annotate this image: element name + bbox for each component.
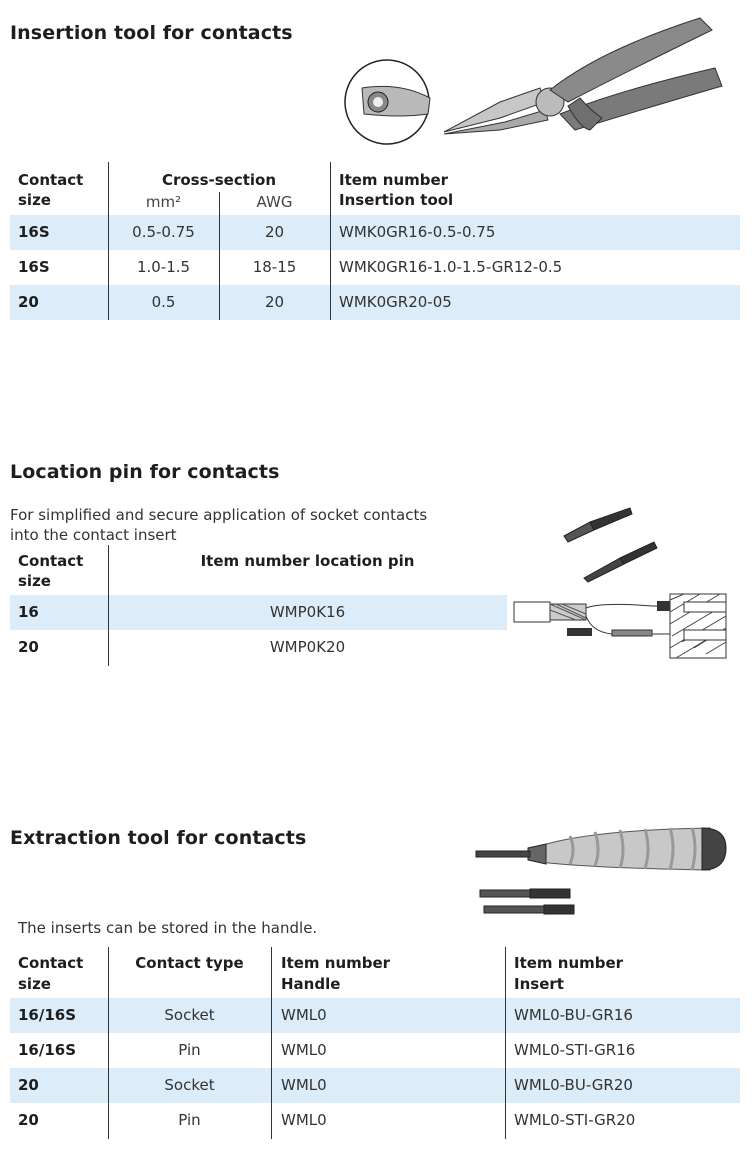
cell-item: WMK0GR20-05	[339, 293, 452, 311]
cell-size: 20	[18, 1076, 39, 1094]
column-divider	[330, 162, 331, 320]
cell-size: 16	[18, 603, 39, 621]
column-divider	[219, 192, 220, 320]
header-contact-size-l2: size	[18, 191, 51, 209]
location-pin-table: Contact size Item number location pin 16…	[10, 543, 507, 667]
cell-size: 20	[18, 293, 39, 311]
cell-mm: 0.5-0.75	[132, 223, 195, 241]
column-divider	[108, 162, 109, 320]
cell-handle: WML0	[281, 1006, 327, 1024]
cell-size: 16S	[18, 258, 50, 276]
table-row: 16/16S Pin WML0 WML0-STI-GR16	[10, 1033, 740, 1068]
section1-title: Insertion tool for contacts	[10, 22, 293, 44]
header-cross-section: Cross-section	[161, 171, 277, 189]
table-row: 20 WMP0K20	[10, 630, 507, 665]
column-divider	[505, 947, 506, 1139]
cell-item: WMP0K16	[269, 603, 346, 621]
table-row: 16 WMP0K16	[10, 595, 507, 630]
header-contact-size-l1: Contact	[18, 954, 84, 972]
cell-handle: WML0	[281, 1076, 327, 1094]
cell-type: Pin	[178, 1041, 201, 1059]
pliers-illustration	[344, 17, 723, 145]
header-contact-type: Contact type	[135, 954, 244, 972]
cell-type: Socket	[164, 1006, 215, 1024]
cell-insert: WML0-STI-GR16	[514, 1041, 636, 1059]
header-item-number-handle-l2: Handle	[281, 975, 341, 993]
extraction-tool-illustration	[475, 827, 727, 915]
cell-handle: WML0	[281, 1041, 327, 1059]
cell-size: 20	[18, 1111, 39, 1129]
column-divider	[108, 947, 109, 1139]
header-awg: AWG	[256, 193, 293, 211]
table-row: 20 Pin WML0 WML0-STI-GR20	[10, 1103, 740, 1138]
table-row: 16S 0.5-0.75 20 WMK0GR16-0.5-0.75	[10, 215, 740, 250]
table-row: 16/16S Socket WML0 WML0-BU-GR16	[10, 998, 740, 1033]
extraction-tool-table: Contact size Contact type Item number Ha…	[10, 945, 740, 1140]
cell-insert: WML0-BU-GR20	[514, 1076, 633, 1094]
cell-type: Pin	[178, 1111, 201, 1129]
cell-insert: WML0-STI-GR20	[514, 1111, 636, 1129]
cell-awg: 20	[264, 293, 285, 311]
table-row: 20 Socket WML0 WML0-BU-GR20	[10, 1068, 740, 1103]
cell-handle: WML0	[281, 1111, 327, 1129]
cell-awg: 18-15	[252, 258, 297, 276]
header-contact-size-l2: size	[18, 975, 51, 993]
insertion-tool-table: Contact size Cross-section mm² AWG Item …	[10, 160, 740, 322]
table-row: 16S 1.0-1.5 18-15 WMK0GR16-1.0-1.5-GR12-…	[10, 250, 740, 285]
cell-size: 20	[18, 638, 39, 656]
cell-awg: 20	[264, 223, 285, 241]
cell-size: 16/16S	[18, 1006, 77, 1024]
section2-title: Location pin for contacts	[10, 461, 280, 483]
cell-size: 16S	[18, 223, 50, 241]
cell-type: Socket	[164, 1076, 215, 1094]
header-item-number-handle-l1: Item number	[281, 954, 391, 972]
section3-title: Extraction tool for contacts	[10, 827, 307, 849]
header-mm2: mm²	[145, 193, 182, 211]
header-item-number-insert-l2: Insert	[514, 975, 564, 993]
header-contact-size-l2: size	[18, 572, 51, 590]
location-pin-illustration	[513, 507, 727, 659]
header-insertion-tool: Insertion tool	[339, 191, 454, 209]
cell-item: WMP0K20	[269, 638, 346, 656]
header-contact-size-l1: Contact	[18, 552, 84, 570]
cell-item: WMK0GR16-1.0-1.5-GR12-0.5	[339, 258, 563, 276]
header-item-number-insert-l1: Item number	[514, 954, 624, 972]
section2-intro-line1: For simplified and secure application of…	[10, 506, 428, 524]
cell-mm: 0.5	[151, 293, 176, 311]
table-row: 20 0.5 20 WMK0GR20-05	[10, 285, 740, 320]
header-item-number: Item number	[339, 171, 449, 189]
section2-intro-line2: into the contact insert	[10, 526, 177, 544]
column-divider	[108, 545, 109, 666]
cell-mm: 1.0-1.5	[136, 258, 191, 276]
section3-intro: The inserts can be stored in the handle.	[18, 919, 318, 937]
header-item-number-location-pin: Item number location pin	[200, 552, 415, 570]
cell-size: 16/16S	[18, 1041, 77, 1059]
cell-item: WMK0GR16-0.5-0.75	[339, 223, 496, 241]
cell-insert: WML0-BU-GR16	[514, 1006, 633, 1024]
column-divider	[271, 947, 272, 1139]
header-contact-size-l1: Contact	[18, 171, 84, 189]
